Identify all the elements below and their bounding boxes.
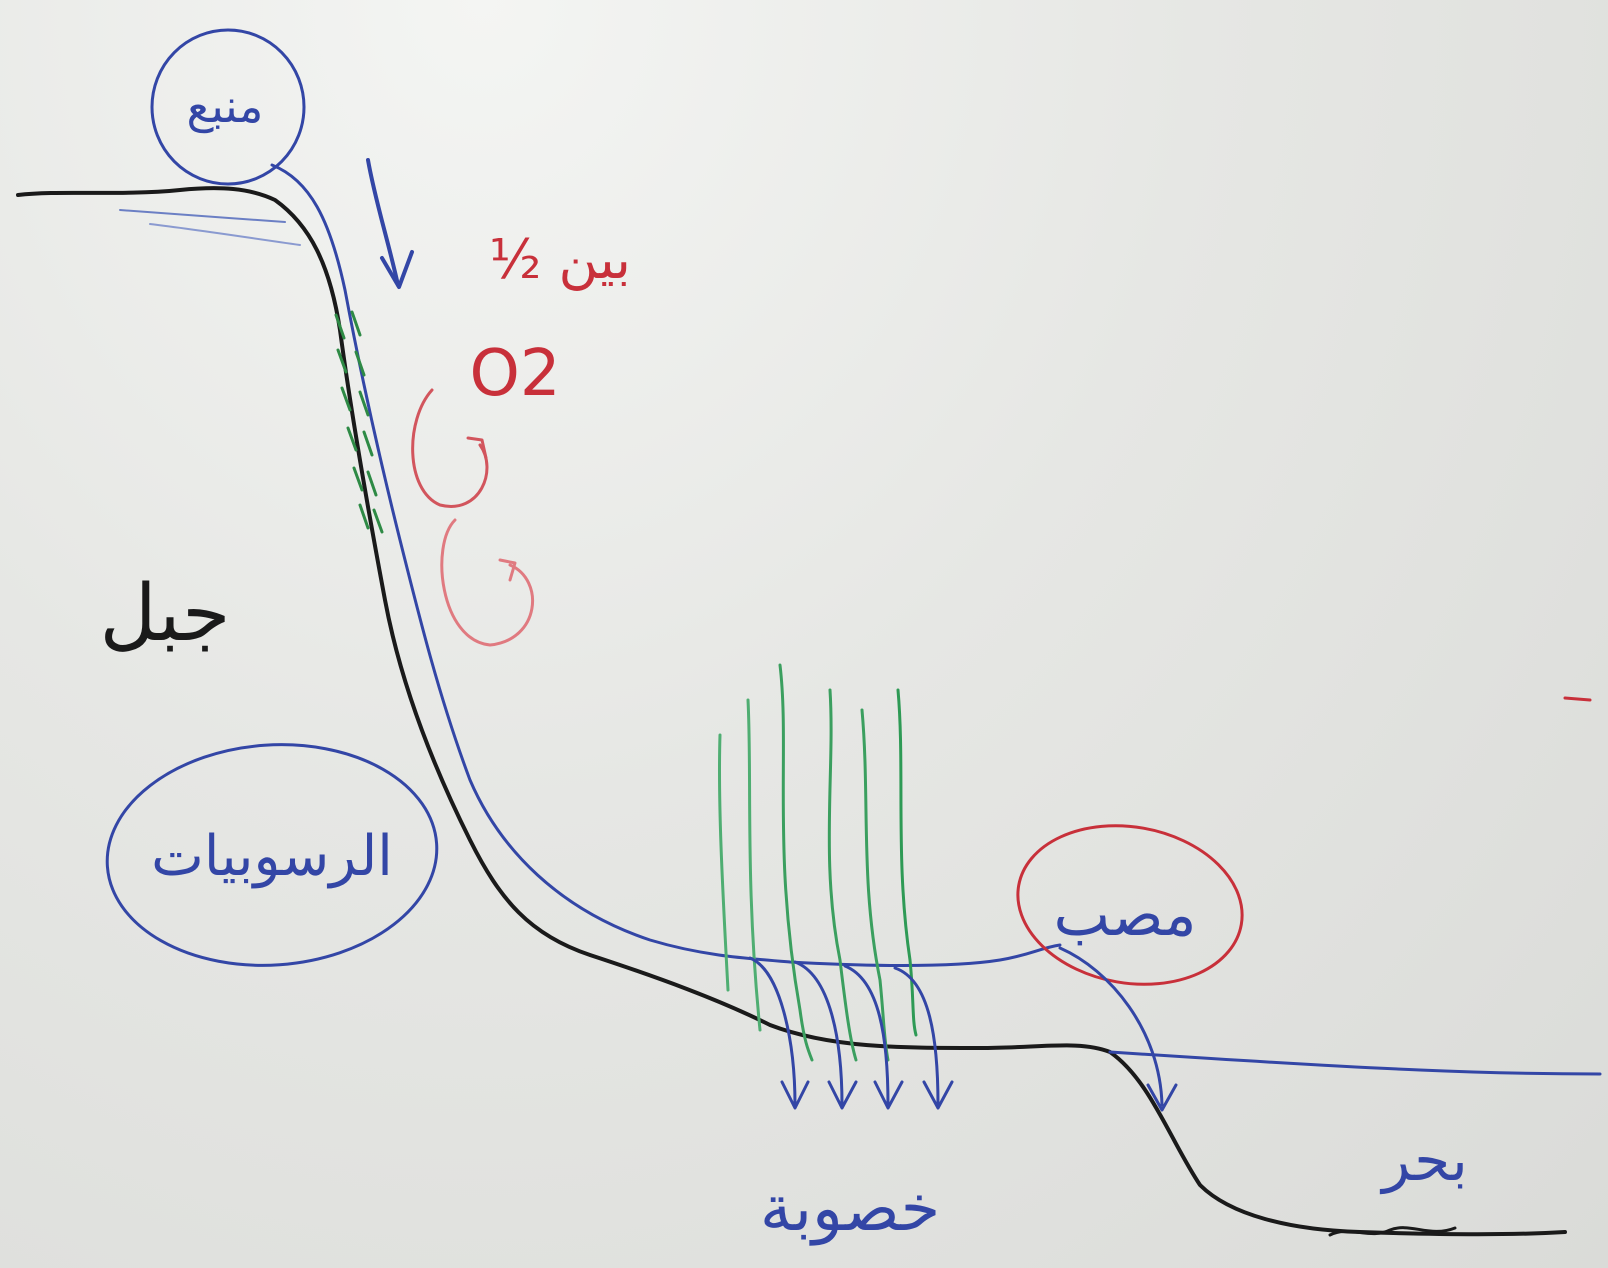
label-o2: O2 xyxy=(469,337,560,411)
source-circle xyxy=(150,28,306,186)
label-fertility: خصوبة xyxy=(760,1172,940,1246)
vegetation xyxy=(717,663,918,1062)
label-sea: بحر xyxy=(1379,1126,1468,1195)
sea-floor-ripple xyxy=(1328,1226,1457,1237)
red-mark xyxy=(1563,696,1592,702)
label-sediments: الرسوبيات xyxy=(151,824,393,889)
mouth-circle xyxy=(1016,824,1244,986)
red-swirl-1-head xyxy=(466,436,488,460)
mouth-arrow-head xyxy=(1146,1083,1178,1112)
label-mountain: جبل xyxy=(100,569,231,659)
ground-profile xyxy=(16,186,1567,1237)
flow-arrow xyxy=(366,158,400,287)
green-hatching xyxy=(334,310,384,534)
source-shading-1 xyxy=(119,209,286,223)
mouth-arrow xyxy=(1058,946,1164,1107)
sediments-ellipse xyxy=(105,743,439,967)
red-swirl-1 xyxy=(411,388,489,508)
sea-surface-line xyxy=(1108,1050,1602,1076)
source-shading-2 xyxy=(149,223,301,246)
infiltration-arrows xyxy=(748,956,954,1110)
flow-arrow-head xyxy=(380,250,414,289)
red-swirl-2 xyxy=(440,518,534,647)
river-line xyxy=(270,163,1062,967)
label-note: بين ½ xyxy=(489,228,631,291)
label-source: منبع xyxy=(187,79,264,133)
red-swirl-2-head xyxy=(498,558,517,582)
label-mouth: مصب xyxy=(1053,880,1196,950)
